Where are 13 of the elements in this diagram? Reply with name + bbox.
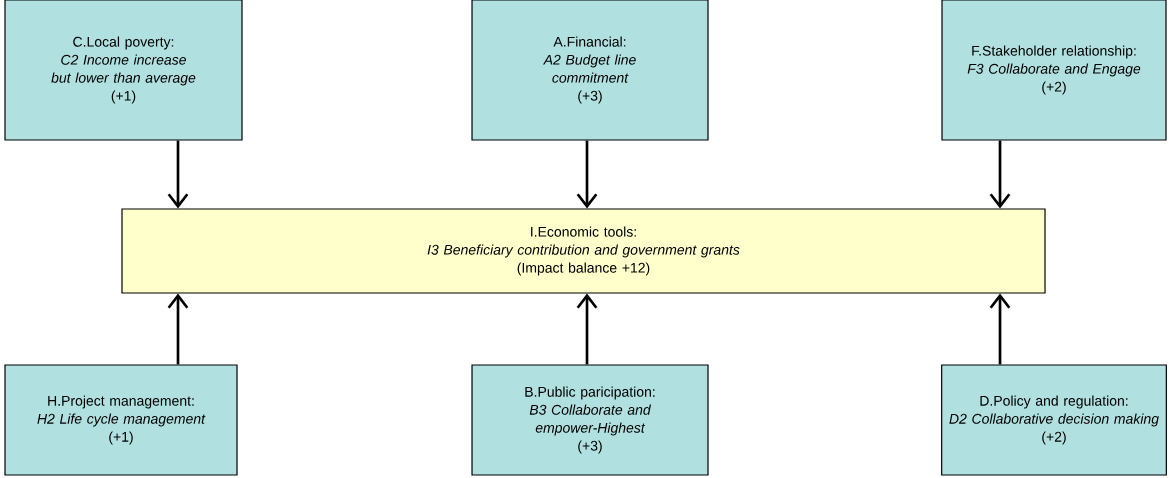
factor-box: F.Stakeholder relationship: F3 Collaborate and Engage (+2) — [941, 0, 1167, 141]
arrow — [989, 293, 1011, 365]
arrow — [576, 140, 598, 209]
factor-box: B.Public paricipation: B3 Collaborate and empower-Highest (+3) — [471, 364, 709, 476]
factor-box: D.Policy and regulation: D2 Collaborative decision making (+2) — [941, 364, 1167, 476]
arrow — [989, 140, 1011, 209]
factor-box: H.Project management: H2 Life cycle management (+1) — [4, 364, 238, 476]
factor-box: A.Financial: A2 Budget line commitment (+3) — [471, 0, 709, 141]
arrow — [167, 140, 189, 209]
arrow — [576, 293, 598, 365]
factor-box: C.Local poverty: C2 Income increase but lower than average (+1) — [4, 0, 243, 141]
arrow — [167, 293, 189, 365]
factor-box: I.Economic tools: I3 Beneficiary contribution and government grants (Impact balance +12) — [121, 208, 1046, 294]
